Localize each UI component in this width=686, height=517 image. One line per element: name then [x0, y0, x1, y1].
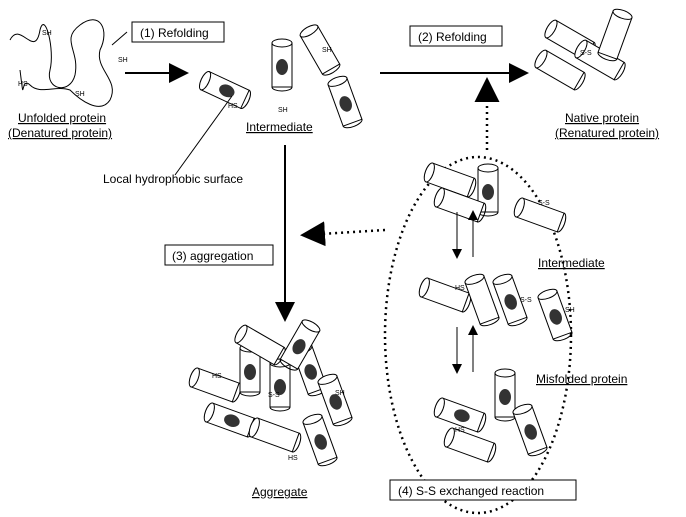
refolding2-box: [409, 25, 503, 47]
aggregation-label: (3) aggregation: [172, 249, 253, 263]
misfolded-protein: HS: [432, 369, 548, 464]
misfolded-label: Misfolded protein: [536, 372, 627, 386]
ss-label: S-S: [580, 50, 592, 57]
aggregation-box: [164, 244, 274, 266]
intermediate-protein: HS SH SH: [197, 21, 363, 129]
sh-label: SH: [322, 47, 332, 54]
denatured-label: (Denatured protein): [8, 126, 112, 140]
hydrophobic-label: Local hydrophobic surface: [103, 172, 243, 186]
ss-label: S-S: [520, 297, 532, 304]
ss-exchange-box: [389, 479, 577, 501]
sh-label: SH: [565, 307, 575, 314]
aggregate-label: Aggregate: [252, 485, 308, 499]
sh-label: SH: [118, 57, 128, 64]
refolding1-box: [131, 21, 225, 43]
ss-label: S-S: [538, 200, 550, 207]
hs-label: HS: [288, 455, 298, 462]
intermediate2-label: Intermediate: [538, 256, 605, 270]
refolding1-label: (1) Refolding: [140, 26, 209, 40]
aggregate: HS S-S SH HS: [186, 317, 353, 467]
refolding2-label: (2) Refolding: [418, 30, 487, 44]
native-protein: S-S: [531, 6, 634, 93]
unfolded-protein: SH SH SH HS: [9, 19, 128, 107]
protein-middle: HS S-S SH: [416, 271, 575, 343]
unfolded-label: Unfolded protein: [18, 111, 106, 125]
hs-label: HS: [455, 285, 465, 292]
renatured-label: (Renatured protein): [555, 126, 659, 140]
hs-label: HS: [228, 103, 238, 110]
intermediate-protein-2: S-S: [421, 161, 569, 234]
arrow-to-aggregation: [300, 221, 386, 247]
sh-label: SH: [335, 390, 345, 397]
hs-label: HS: [18, 81, 28, 88]
hs-label: HS: [455, 427, 465, 434]
ss-exchange-label: (4) S-S exchanged reaction: [398, 484, 544, 498]
native-label: Native protein: [565, 111, 639, 125]
ss-label: S-S: [268, 392, 280, 399]
sh-label: SH: [42, 30, 52, 37]
sh-label: SH: [75, 91, 85, 98]
sh-label: SH: [278, 107, 288, 114]
intermediate-label: Intermediate: [246, 120, 313, 134]
hs-label: HS: [212, 373, 222, 380]
